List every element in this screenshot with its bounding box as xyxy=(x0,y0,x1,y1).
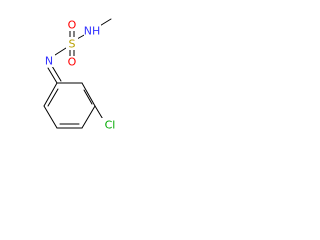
bond-n-ch-b xyxy=(51,65,62,82)
bonds xyxy=(43,18,112,129)
ring-inner-3 xyxy=(47,88,59,107)
molecule-drawing: NH S O O N Cl xyxy=(43,18,119,132)
atom-cl-label: Cl xyxy=(105,119,116,132)
ring-bond-2 xyxy=(81,105,96,129)
atom-o-top-label: O xyxy=(68,19,77,32)
structure-canvas: NH S O O N Cl xyxy=(0,0,143,157)
atom-s-label: S xyxy=(69,38,76,51)
bond-s-n xyxy=(54,47,67,56)
ring-bond-1 xyxy=(81,82,96,107)
atom-nh-label: NH xyxy=(84,25,101,38)
ring-bond-4 xyxy=(43,105,58,129)
ring-bond-5 xyxy=(43,82,58,107)
ring-inner-1 xyxy=(83,89,93,105)
bond-n-ch-a xyxy=(47,67,58,84)
atom-labels: NH S O O N Cl xyxy=(43,19,119,132)
atom-n-label: N xyxy=(45,55,53,68)
atom-o-bottom-label: O xyxy=(68,56,77,69)
